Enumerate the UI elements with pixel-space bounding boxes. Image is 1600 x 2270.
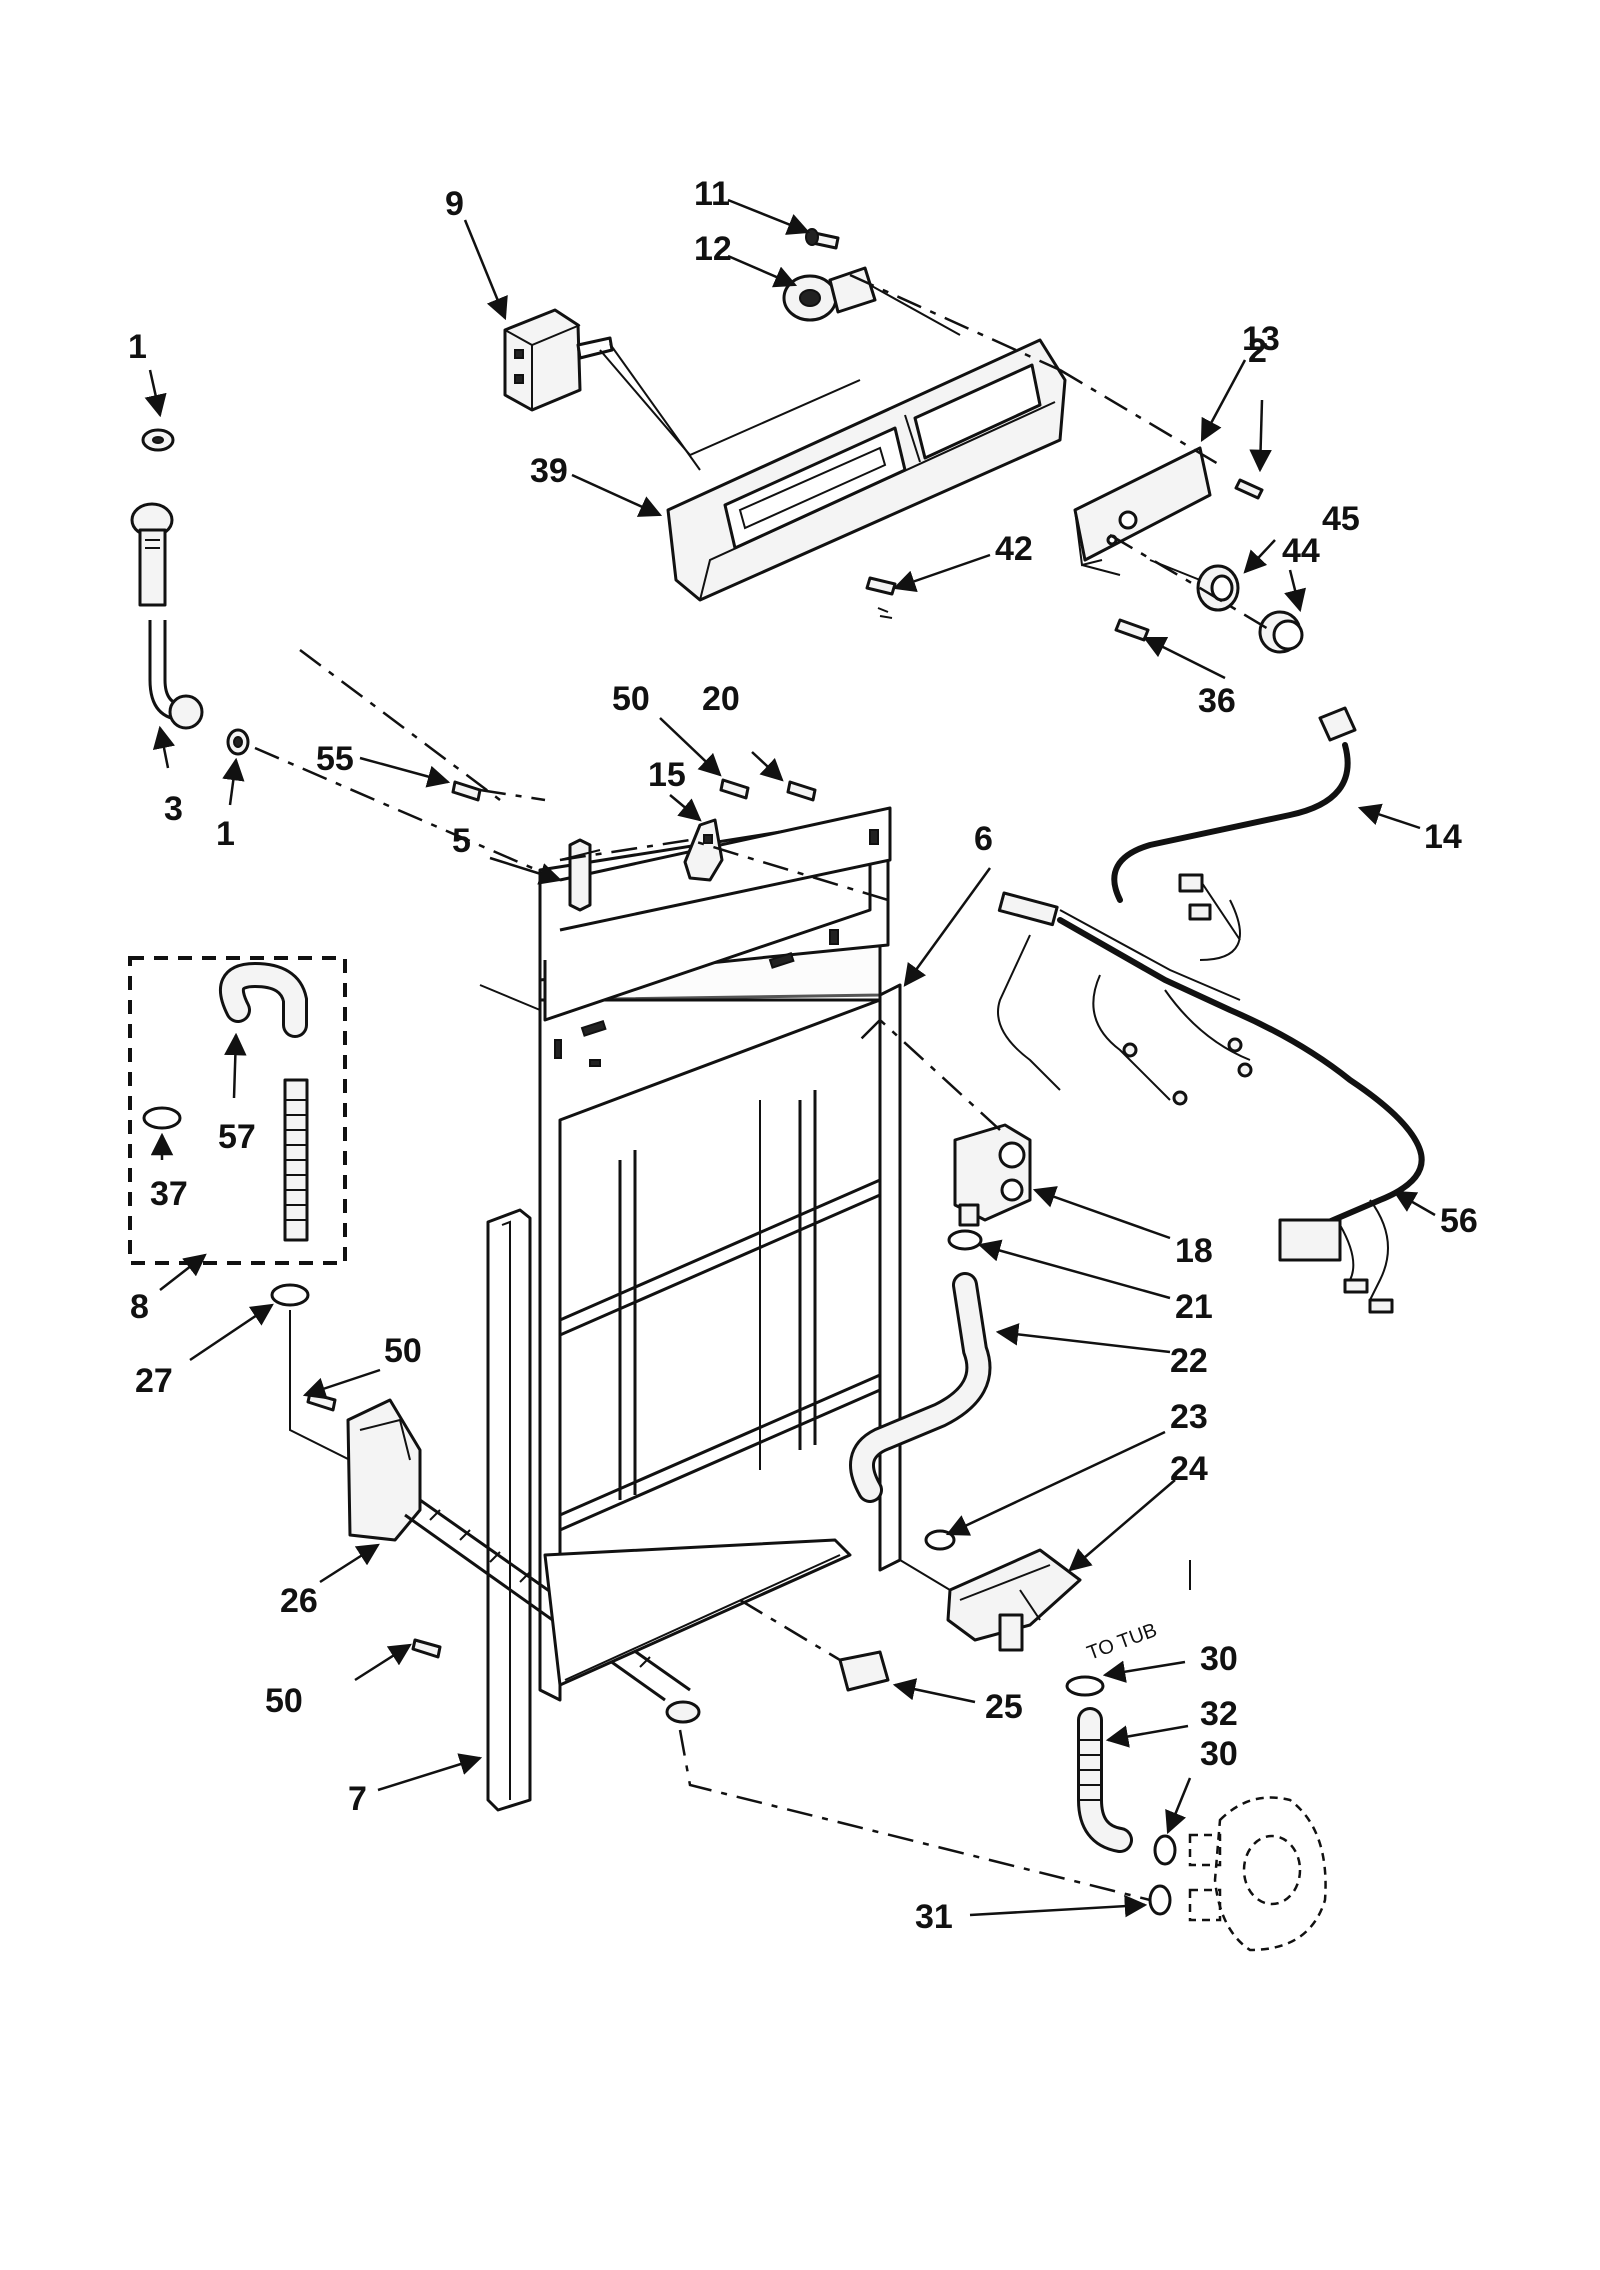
label-1-top: 1	[128, 328, 147, 366]
assembly-line-pump	[678, 1729, 1151, 1902]
callout-arrows	[144, 198, 1436, 1918]
selector-switch	[782, 266, 961, 336]
screw-42	[865, 576, 897, 619]
assembly-line-rear	[479, 984, 951, 1591]
label-44: 44	[1282, 532, 1320, 570]
screw-11	[805, 228, 840, 250]
hose-clamp-37	[142, 1106, 182, 1130]
label-37: 37	[150, 1175, 188, 1213]
label-6: 6	[974, 820, 993, 858]
clip-25	[838, 1650, 890, 1692]
pump-outline	[1188, 1796, 1327, 1952]
callout-labels: 1 1 2 3 5 6 7 8 9 11 12 13 14 15 18 20 2…	[128, 175, 1478, 1936]
label-57: 57	[218, 1118, 256, 1156]
label-27: 27	[135, 1362, 173, 1400]
label-13: 13	[1242, 320, 1280, 358]
to-tub-note: TO TUB	[1084, 1619, 1160, 1665]
label-39: 39	[530, 452, 568, 490]
screw-50-bottom	[411, 1638, 442, 1659]
label-32: 32	[1200, 1695, 1238, 1733]
label-56: 56	[1440, 1202, 1478, 1240]
hose-clamp-31	[1148, 1884, 1172, 1916]
hose-clamp-21	[947, 1229, 983, 1251]
inlet-washer-top	[141, 428, 175, 452]
label-8: 8	[130, 1288, 149, 1326]
label-31: 31	[915, 1898, 953, 1936]
label-25: 25	[985, 1688, 1023, 1726]
fill-hose-22	[849, 1272, 992, 1503]
label-20: 20	[702, 680, 740, 718]
label-45: 45	[1322, 500, 1360, 538]
label-30-top: 30	[1200, 1640, 1238, 1678]
label-21: 21	[1175, 1288, 1213, 1326]
corner-post	[486, 1208, 532, 1812]
wire-harness	[997, 706, 1425, 1314]
label-36: 36	[1198, 682, 1236, 720]
label-23: 23	[1170, 1398, 1208, 1436]
label-7: 7	[348, 1780, 367, 1818]
label-1-bottom: 1	[216, 815, 235, 853]
drain-kit-outline	[128, 956, 347, 1265]
label-50-top: 50	[612, 680, 650, 718]
rail-lower	[543, 1538, 852, 1687]
assembly-line-screws	[479, 788, 889, 902]
label-3: 3	[164, 790, 183, 828]
water-valve	[953, 1123, 1032, 1227]
assembly-line-panel	[739, 1019, 1001, 1662]
siphon-break-24	[946, 1548, 1082, 1652]
label-55: 55	[316, 740, 354, 778]
label-22: 22	[1170, 1342, 1208, 1380]
tub-hose-32	[1077, 1707, 1133, 1853]
rear-panel	[538, 806, 902, 1702]
label-9: 9	[445, 185, 464, 223]
label-14: 14	[1424, 818, 1462, 856]
bracket-26	[346, 1398, 422, 1542]
console-panel	[666, 338, 1067, 602]
label-50-bottom: 50	[265, 1682, 303, 1720]
assembly-line-inlet	[254, 649, 561, 882]
label-26: 26	[280, 1582, 318, 1620]
inlet-washer-bottom	[226, 728, 250, 756]
hose-clamp-30-top	[1065, 1675, 1105, 1697]
label-2: 2	[1248, 332, 1267, 370]
hose-clamp-30-bottom	[1153, 1834, 1177, 1866]
drain-hose-57	[218, 961, 308, 1038]
screw-2	[1234, 478, 1264, 500]
inlet-hose	[130, 502, 204, 730]
label-5: 5	[452, 822, 471, 860]
label-15: 15	[648, 756, 686, 794]
label-42: 42	[995, 530, 1033, 568]
bracket-15	[683, 818, 724, 882]
label-50-mid: 50	[384, 1332, 422, 1370]
label-11: 11	[694, 175, 730, 213]
control-bracket	[1073, 446, 1212, 576]
knob-44	[1258, 610, 1304, 654]
screw-50-mid	[306, 1391, 337, 1412]
assembly-line-console	[849, 273, 1271, 632]
label-12: 12	[694, 230, 732, 268]
screws-20-50-55	[451, 778, 817, 802]
drain-hose-corrugated	[283, 1078, 309, 1242]
label-30-bottom: 30	[1200, 1735, 1238, 1773]
label-24: 24	[1170, 1450, 1208, 1488]
screw-36	[1114, 618, 1150, 642]
label-18: 18	[1175, 1232, 1213, 1270]
timer	[503, 308, 861, 471]
